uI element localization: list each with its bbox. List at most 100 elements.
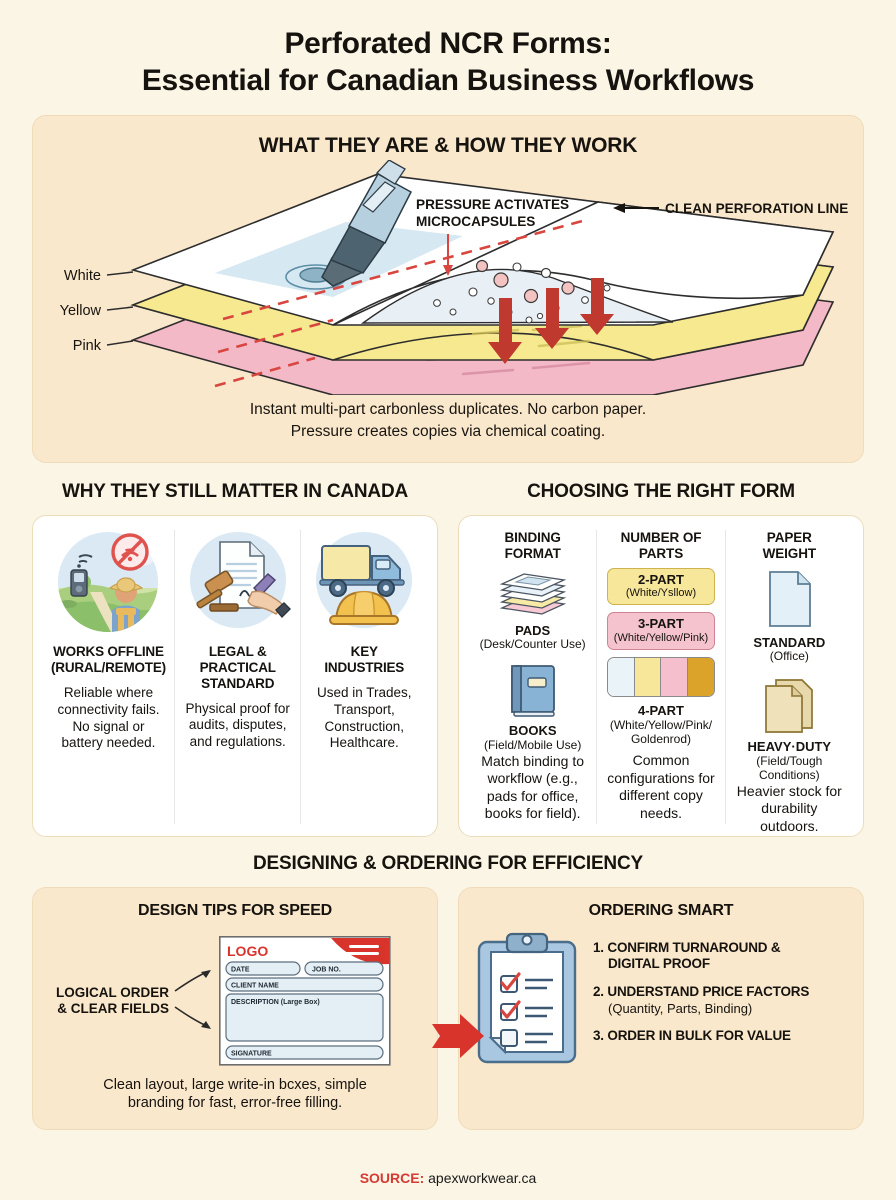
offline-rural-scene-icon [51, 530, 166, 634]
page-title: Perforated NCR Forms: Essential for Cana… [32, 0, 864, 99]
binding-head-l1: BINDING [504, 530, 561, 546]
weight-item-0-label: STANDARD [753, 634, 826, 650]
choosing-column-binding: BINDING FORMAT PADS [469, 530, 596, 824]
weight-head: PAPER WEIGHT [762, 530, 817, 561]
logical-order-l1: LOGICAL ORDER [55, 985, 169, 1000]
svg-text:CLIENT NAME: CLIENT NAME [231, 983, 279, 990]
strip-sub-l1: (White/Yellow/Pink/ [609, 718, 713, 733]
why-title-offline-l2: (RURAL/REMOTE) [51, 659, 166, 675]
gavel-signature-document-icon [183, 530, 293, 634]
title-line-2: Essential for Canadian Business Workflow… [141, 63, 755, 97]
why-title-legal: LEGAL & PRACTICAL STANDARD [200, 644, 276, 691]
svg-text:DESCRIPTION (Large Box): DESCRIPTION (Large Box) [231, 999, 320, 1006]
why-heading: WHY THEY STILL MATTER IN CANADA [61, 481, 408, 503]
ordering-item-1: 1. CONFIRM TURNAROUND & DIGITAL PROOF [593, 940, 809, 972]
ordering-item-1-line1: 1. CONFIRM TURNAROUND & [593, 940, 781, 956]
design-footer-l2: branding for fast, error-free filling. [127, 1095, 343, 1112]
binding-item-1-sub: (Field/Mobile Use) [483, 738, 582, 753]
why-title-offline: WORKS OFFLINE (RURAL/REMOTE) [51, 644, 166, 676]
why-title-legal-l2: PRACTICAL [199, 659, 276, 675]
svg-text:CLEAN PERFORATION LINE: CLEAN PERFORATION LINE [665, 201, 848, 216]
flow-arrow-icon [432, 1014, 484, 1058]
binding-head: BINDING FORMAT [505, 530, 561, 561]
svg-text:SIGNATURE: SIGNATURE [231, 1051, 272, 1058]
strip-segment-3 [687, 658, 714, 697]
chip-3-part: 3-PART (White/Yellow/Pink) [606, 612, 715, 651]
choosing-column-weight: PAPER WEIGHT STANDARD (Office) [724, 530, 853, 834]
why-title-industries: KEY INDUSTRIES [324, 644, 404, 676]
form-mockup: LOGO DATE JOB NO. CLIENT NAME DESCRIPTIO… [219, 936, 391, 1066]
why-column-legal: LEGAL & PRACTICAL STANDARD Physical proo… [173, 530, 301, 825]
pressure-annotation: PRESSURE ACTIVATES MICROCAPSULES [416, 197, 569, 277]
strip-segment-1 [633, 658, 661, 697]
hero-caption: Instant multi-part carbonless duplicates… [33, 399, 863, 442]
weight-head-l1: PAPER [766, 530, 812, 546]
weight-head-l2: WEIGHT [762, 545, 817, 561]
why-body-offline: Reliable where connectivity fails. No si… [57, 684, 160, 751]
source-footer: SOURCE: apexworkwear.ca [0, 1170, 896, 1186]
why-title-legal-l1: LEGAL & [208, 644, 267, 660]
strip-segment-0 [607, 658, 634, 697]
weight-footer: Heavier stock for durability outdoors. [736, 782, 842, 834]
layer-label-pink: Pink [73, 338, 102, 354]
logical-order-callout: LOGICAL ORDER & CLEAR FIELDS [47, 985, 169, 1017]
parts-head-l2: PARTS [638, 545, 684, 561]
ordering-item-1-line2: DIGITAL PROOF [608, 956, 710, 972]
ordering-item-2-line1: 2. UNDERSTAND PRICE FACTORS [593, 984, 810, 1000]
svg-text:LOGO: LOGO [227, 943, 268, 959]
bottom-heading: DESIGNING & ORDERING FOR EFFICIENCY [253, 853, 643, 875]
ncr-layers-diagram: PRESSURE ACTIVATES MICROCAPSULES CLEAN P… [33, 160, 865, 396]
strip-label: 4-PART [638, 703, 684, 719]
parts-footer: Common configurations for different copy… [607, 752, 715, 821]
binding-item-1-label: BOOKS [508, 723, 557, 739]
weight-item-1-sub: (Field/Tough Conditions) [756, 754, 823, 782]
microcapsule-dots [433, 260, 611, 324]
hero-panel: WHAT THEY ARE & HOW THEY WORK [32, 115, 865, 464]
strip-segment-2 [660, 658, 688, 697]
chip-2-part-title: 2-PART [637, 571, 684, 587]
design-tips-body: LOGICAL ORDER & CLEAR FIELDS [47, 936, 423, 1066]
ordering-item-3-line1: 3. ORDER IN BULK FOR VALUE [593, 1028, 791, 1044]
svg-text:PRESSURE ACTIVATES: PRESSURE ACTIVATES [416, 197, 569, 212]
parts-head-l1: NUMBER OF [620, 530, 702, 546]
why-title-offline-l1: WORKS OFFLINE [53, 644, 164, 660]
why-title-industries-l2: INDUSTRIES [324, 659, 405, 675]
ordering-item-2-sub: (Quantity, Parts, Binding) [608, 1000, 753, 1016]
svg-text:DATE: DATE [231, 967, 250, 974]
why-column-industries: KEY INDUSTRIES Used in Trades, Transport… [300, 530, 427, 825]
layer-label-white: White [64, 268, 101, 284]
strip-sub-l2: Goldenrod) [630, 732, 692, 747]
hero-caption-line-2: Pressure creates copies via chemical coa… [290, 422, 606, 440]
choosing-heading: CHOOSING THE RIGHT FORM [527, 481, 795, 503]
binding-footer: Match binding to workflow (e.g., pads fo… [481, 752, 585, 822]
pressure-arrows [488, 278, 614, 365]
choosing-section: CHOOSING THE RIGHT FORM BINDING FORMAT [458, 481, 864, 838]
callout-arrows-icon [174, 970, 211, 1030]
why-title-legal-l3: STANDARD [201, 675, 275, 691]
perforation-line [214, 218, 587, 388]
ordering-item-3: 3. ORDER IN BULK FOR VALUE [593, 1028, 809, 1044]
layer-label-leaders [106, 271, 134, 346]
ordering-body: 1. CONFIRM TURNAROUND & DIGITAL PROOF 2.… [473, 928, 849, 1066]
ordering-list: 1. CONFIRM TURNAROUND & DIGITAL PROOF 2.… [593, 938, 809, 1056]
truck-hardhat-icon [309, 530, 419, 634]
why-title-industries-l1: KEY [350, 644, 378, 660]
hero-caption-line-1: Instant multi-part carbonless duplicates… [249, 401, 647, 419]
design-footer-l1: Clean layout, large write-in bcxes, simp… [103, 1076, 367, 1093]
paper-pad-stack-icon [477, 568, 588, 618]
hero-heading: WHAT THEY ARE & HOW THEY WORK [258, 134, 638, 158]
svg-text:JOB NO.: JOB NO. [312, 967, 341, 974]
why-body-industries: Used in Trades, Transport, Construction,… [316, 684, 412, 751]
heavy-stock-sheets-icon [734, 674, 845, 734]
logical-order-l2: & CLEAR FIELDS [57, 1001, 169, 1017]
design-tips-title: DESIGN TIPS FOR SPEED [137, 902, 333, 920]
source-value: apexworkwear.ca [428, 1170, 537, 1186]
ordering-smart-card: ORDERING SMART [458, 887, 864, 1131]
parts-head: NUMBER OF PARTS [621, 530, 702, 561]
chip-2-part: 2-PART (White/Ysllow) [606, 567, 715, 606]
binding-item-0-sub: (Desk/Counter Use) [479, 637, 586, 652]
source-label: SOURCE: [359, 1170, 425, 1186]
weight-item-1-label: HEAVY·DUTY [747, 739, 832, 755]
binding-head-l2: FORMAT [504, 545, 561, 561]
mid-row: WHY THEY STILL MATTER IN CANADA [32, 481, 864, 838]
